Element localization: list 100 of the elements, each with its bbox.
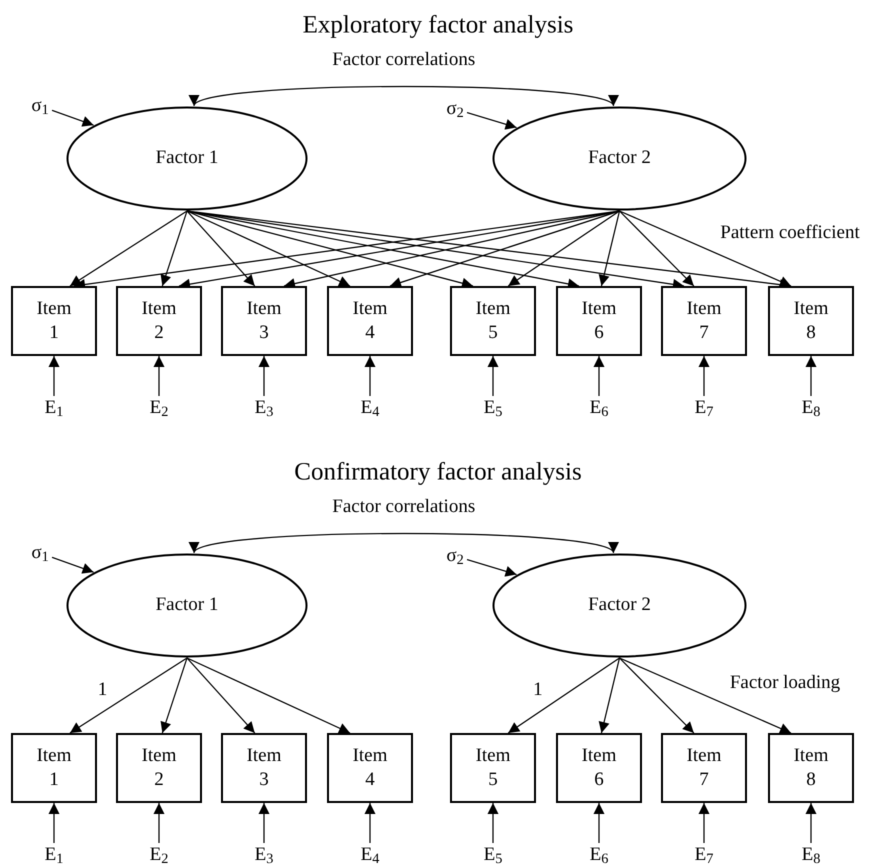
arrow bbox=[160, 210, 188, 286]
item-box bbox=[327, 733, 413, 803]
arrow bbox=[508, 210, 620, 286]
variance-label: σ$_{1}$ bbox=[28, 94, 52, 118]
item-label: Item 7 bbox=[686, 744, 722, 792]
error-term-label: E$_{6}$ bbox=[586, 396, 612, 420]
item-box bbox=[556, 286, 642, 356]
arrow bbox=[619, 657, 792, 734]
arrow bbox=[154, 356, 164, 396]
arrow bbox=[698, 803, 710, 843]
item-box bbox=[450, 733, 536, 803]
arrow bbox=[598, 658, 620, 734]
arrow bbox=[619, 210, 792, 287]
section-title: Confirmatory factor analysis bbox=[294, 457, 582, 488]
variance-label: σ$_{1}$ bbox=[28, 541, 52, 565]
error-term-label: E$_{8}$ bbox=[798, 396, 824, 420]
arrow bbox=[52, 110, 94, 127]
error-term-label: E$_{7}$ bbox=[691, 396, 717, 420]
arrow bbox=[70, 210, 188, 286]
arrow bbox=[48, 356, 60, 396]
item-box bbox=[450, 286, 536, 356]
error-term-label: E$_{3}$ bbox=[251, 396, 277, 420]
error-term-label: E$_{1}$ bbox=[41, 396, 67, 420]
item-box bbox=[768, 286, 854, 356]
annotation-label: Pattern coefficient bbox=[720, 220, 860, 245]
arrow bbox=[806, 356, 816, 396]
arrow bbox=[284, 210, 620, 289]
item-label: Item 2 bbox=[142, 297, 176, 345]
error-term-label: E$_{1}$ bbox=[41, 843, 67, 866]
item-box bbox=[221, 286, 307, 356]
arrow bbox=[186, 210, 350, 287]
arrow bbox=[466, 112, 517, 130]
item-box bbox=[661, 286, 747, 356]
arrow bbox=[698, 356, 710, 396]
arrow bbox=[160, 658, 188, 734]
arrow bbox=[186, 657, 350, 734]
arrow bbox=[488, 803, 498, 843]
arrow bbox=[594, 803, 604, 843]
arrow bbox=[466, 559, 517, 577]
arrow bbox=[508, 658, 620, 734]
error-term-label: E$_{8}$ bbox=[798, 843, 824, 866]
arrow bbox=[619, 658, 694, 734]
item-label: Item 3 bbox=[246, 297, 282, 345]
item-box bbox=[11, 733, 97, 803]
item-label: Item 4 bbox=[352, 297, 388, 345]
arrow bbox=[186, 210, 256, 286]
error-term-label: E$_{2}$ bbox=[146, 843, 172, 866]
arrow bbox=[258, 803, 270, 843]
item-box bbox=[116, 286, 202, 356]
item-box bbox=[221, 733, 307, 803]
arrow bbox=[806, 803, 816, 843]
arrow bbox=[619, 210, 694, 286]
item-label: Item 2 bbox=[142, 744, 176, 792]
factor-label: Factor 2 bbox=[588, 594, 651, 616]
item-label: Item 8 bbox=[794, 297, 828, 345]
item-box bbox=[116, 733, 202, 803]
item-label: Item 5 bbox=[476, 744, 510, 792]
error-term-label: E$_{7}$ bbox=[691, 843, 717, 866]
arrow bbox=[488, 356, 498, 396]
arrow bbox=[364, 803, 376, 843]
arrow bbox=[598, 210, 620, 286]
item-label: Item 6 bbox=[582, 297, 616, 345]
annotation-label: Factor loading bbox=[730, 670, 840, 695]
factor-ellipse bbox=[66, 553, 308, 658]
arrow bbox=[52, 556, 94, 574]
arrow bbox=[258, 356, 270, 396]
arrow bbox=[48, 803, 60, 843]
item-label: Item 5 bbox=[476, 297, 510, 345]
item-box bbox=[11, 286, 97, 356]
factor-label: Factor 1 bbox=[156, 594, 218, 616]
error-term-label: E$_{6}$ bbox=[586, 843, 612, 866]
arrow bbox=[594, 356, 604, 396]
error-term-label: E$_{4}$ bbox=[357, 843, 383, 866]
factor-ellipse bbox=[66, 106, 308, 211]
item-box bbox=[768, 733, 854, 803]
error-term-label: E$_{4}$ bbox=[357, 396, 383, 420]
item-box bbox=[327, 286, 413, 356]
arrow bbox=[70, 658, 188, 734]
item-label: Item 8 bbox=[794, 744, 828, 792]
item-label: Item 3 bbox=[246, 744, 282, 792]
error-term-label: E$_{5}$ bbox=[480, 396, 506, 420]
factor-ellipse bbox=[492, 106, 747, 211]
item-label: Item 1 bbox=[36, 297, 72, 345]
arrow bbox=[154, 803, 164, 843]
section-title: Exploratory factor analysis bbox=[302, 10, 574, 40]
arrow bbox=[186, 658, 256, 734]
factor-ellipse bbox=[492, 553, 747, 658]
arrow bbox=[390, 210, 620, 288]
item-box bbox=[661, 733, 747, 803]
item-label: Item 4 bbox=[352, 744, 388, 792]
error-term-label: E$_{2}$ bbox=[146, 396, 172, 420]
factor-label: Factor 2 bbox=[588, 147, 651, 168]
item-box bbox=[556, 733, 642, 803]
error-term-label: E$_{5}$ bbox=[480, 843, 506, 866]
item-label: Item 6 bbox=[582, 744, 616, 792]
factor-label: Factor 1 bbox=[156, 147, 218, 168]
item-label: Item 1 bbox=[36, 744, 72, 792]
arrow bbox=[364, 356, 376, 396]
item-label: Item 7 bbox=[686, 297, 722, 345]
error-term-label: E$_{3}$ bbox=[251, 843, 277, 866]
